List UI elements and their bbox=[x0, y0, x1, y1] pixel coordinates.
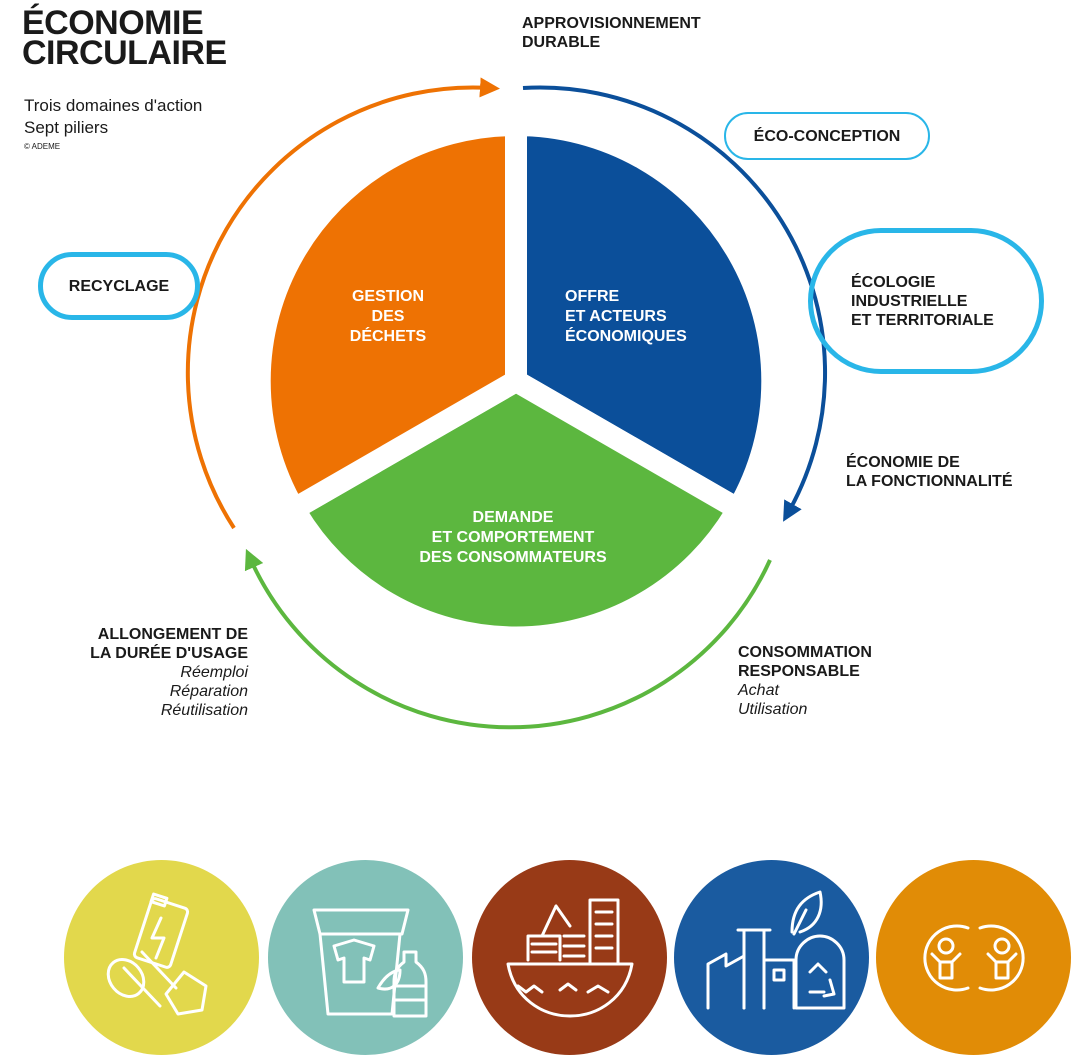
subtitle: Trois domaines d'action Sept piliers bbox=[24, 95, 202, 139]
title-line-1: ÉCONOMIE bbox=[22, 4, 204, 42]
pillar-ecologie-industrielle: ÉCOLOGIE INDUSTRIELLE ET TERRITORIALE bbox=[808, 228, 1044, 374]
sector-label-offer: OFFRE ET ACTEURS ÉCONOMIQUES bbox=[565, 288, 687, 345]
pillar-approvisionnement: APPROVISIONNEMENT DURABLE bbox=[522, 15, 701, 51]
arrow-waste bbox=[185, 77, 500, 530]
people-exchange-icon bbox=[876, 860, 1071, 1055]
pillar-eco-conception: ÉCO-CONCEPTION bbox=[724, 112, 930, 160]
subtitle-line-1: Trois domaines d'action bbox=[24, 96, 203, 115]
pillar-recyclage: RECYCLAGE bbox=[38, 252, 200, 320]
trash-bottle-icon bbox=[268, 860, 463, 1055]
pillar-economie-fonctionnalite: ÉCONOMIE DE LA FONCTIONNALITÉ bbox=[846, 454, 1013, 490]
sector-label-demand: DEMANDE ET COMPORTEMENT DES CONSOMMATEUR… bbox=[419, 509, 607, 566]
arrow-demand bbox=[244, 548, 772, 730]
title-line-2: CIRCULAIRE bbox=[22, 34, 227, 72]
arrow-offer bbox=[522, 85, 827, 522]
credit: © ADEME bbox=[24, 142, 61, 151]
battery-waste-icon bbox=[64, 860, 259, 1055]
pillar-consommation-responsable: CONSOMMATION RESPONSABLE Achat Utilisati… bbox=[738, 644, 872, 718]
sector-waste bbox=[248, 113, 527, 520]
industrial-port-icon bbox=[472, 860, 667, 1055]
factory-recycling-icon bbox=[674, 860, 869, 1055]
pillar-allongement-duree: ALLONGEMENT DE LA DURÉE D'USAGE Réemploi… bbox=[90, 626, 248, 719]
page-title: ÉCONOMIE CIRCULAIRE bbox=[22, 4, 227, 72]
subtitle-line-2: Sept piliers bbox=[24, 118, 109, 137]
sector-label-waste: GESTION DES DÉCHETS bbox=[349, 288, 427, 345]
